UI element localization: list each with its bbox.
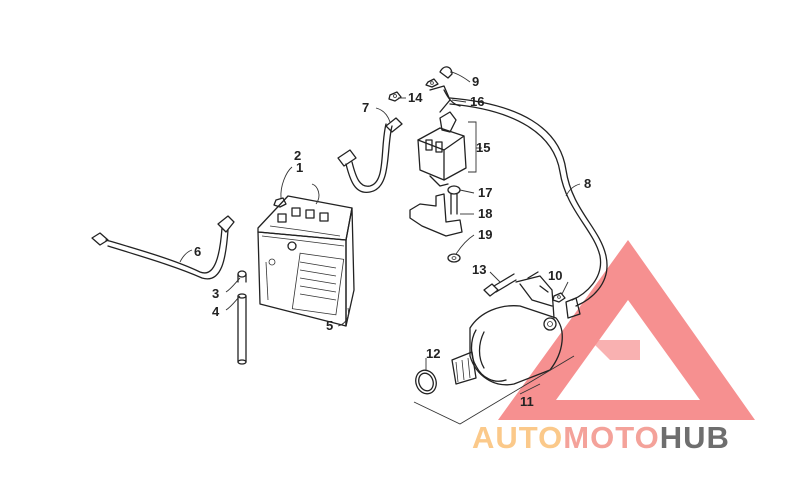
callout-15: 15 — [476, 140, 490, 155]
leader-lines — [179, 71, 581, 425]
callout-14: 14 — [408, 90, 423, 105]
watermark-moto: MOTO — [563, 420, 659, 455]
watermark-hub: HUB — [660, 420, 730, 455]
callout-10: 10 — [548, 268, 562, 283]
part-starter-cable — [449, 97, 608, 319]
watermark-auto: AUTO — [472, 420, 563, 455]
part-starter-solenoid — [417, 111, 467, 187]
part-washer-19 — [447, 253, 461, 263]
callout-1: 1 — [296, 160, 303, 175]
callout-3: 3 — [212, 286, 219, 301]
callout-7: 7 — [362, 100, 369, 115]
part-battery — [257, 195, 355, 327]
callout-11: 11 — [520, 394, 534, 409]
callout-17: 17 — [478, 185, 492, 200]
callout-8: 8 — [584, 176, 591, 191]
part-mounting-bracket — [409, 193, 463, 237]
watermark-brand: AUTOMOTOHUB — [472, 420, 730, 455]
part-screw-17 — [447, 185, 461, 215]
part-o-ring — [415, 369, 437, 395]
part-nut-14 — [388, 91, 402, 102]
callout-4: 4 — [212, 304, 220, 319]
callout-6: 6 — [194, 244, 201, 259]
callout-16: 16 — [470, 94, 484, 109]
callout-5: 5 — [326, 318, 333, 333]
callout-numbers: 1 2 3 4 5 6 7 8 9 10 11 12 13 14 15 16 1… — [194, 74, 591, 409]
part-negative-cable — [91, 215, 235, 280]
part-nut-10 — [552, 292, 566, 303]
callout-9: 9 — [472, 74, 479, 89]
watermark-text: AUTOMOTOHUB — [472, 420, 730, 455]
watermark-triangle-logo — [498, 240, 755, 420]
part-starter-motor — [451, 271, 563, 386]
part-bolt-13 — [483, 273, 517, 297]
callout-12: 12 — [426, 346, 440, 361]
part-battery-nut — [273, 197, 287, 208]
callout-13: 13 — [472, 262, 486, 277]
part-nut-9 — [425, 66, 453, 88]
part-vent-tube — [237, 270, 247, 365]
callout-18: 18 — [478, 206, 492, 221]
part-positive-cable — [337, 117, 403, 193]
callout-19: 19 — [478, 227, 492, 242]
callout-2: 2 — [294, 148, 301, 163]
